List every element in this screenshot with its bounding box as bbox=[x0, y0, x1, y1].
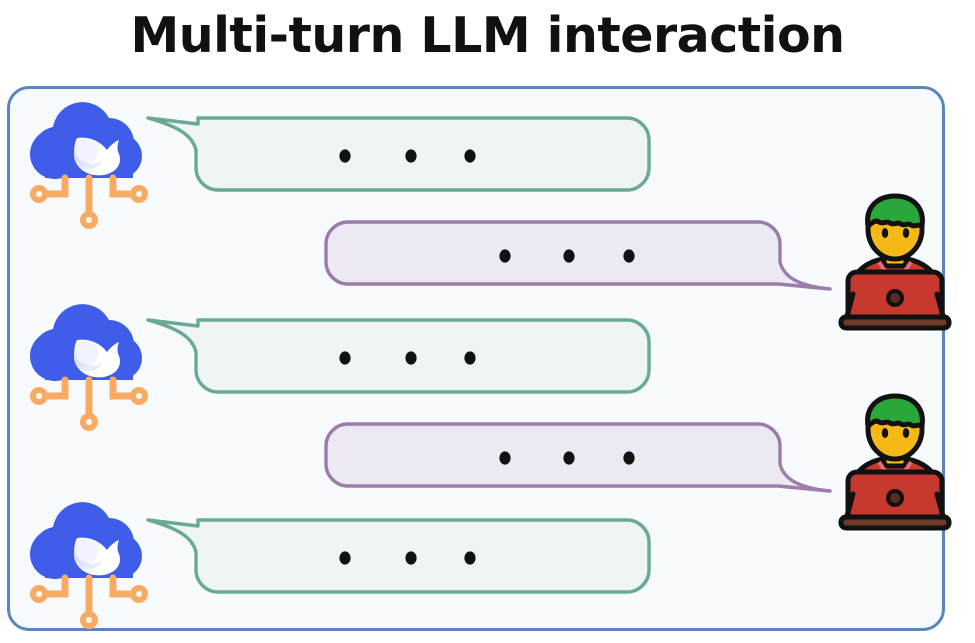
user-avatar-2[interactable] bbox=[841, 396, 951, 532]
llm-avatar-3[interactable] bbox=[25, 508, 153, 630]
user-message-2-bubble[interactable] bbox=[326, 422, 832, 494]
user-avatar-1[interactable] bbox=[841, 196, 951, 332]
page-title: Multi-turn LLM interaction bbox=[130, 7, 845, 64]
llm-message-2-bubble[interactable] bbox=[148, 318, 651, 396]
llm-message-1-bubble[interactable] bbox=[148, 116, 651, 194]
llm-avatar-2[interactable] bbox=[25, 310, 153, 432]
llm-avatar-1[interactable] bbox=[25, 108, 153, 230]
llm-message-3-bubble[interactable] bbox=[148, 518, 651, 596]
user-message-1-bubble[interactable] bbox=[326, 220, 832, 292]
